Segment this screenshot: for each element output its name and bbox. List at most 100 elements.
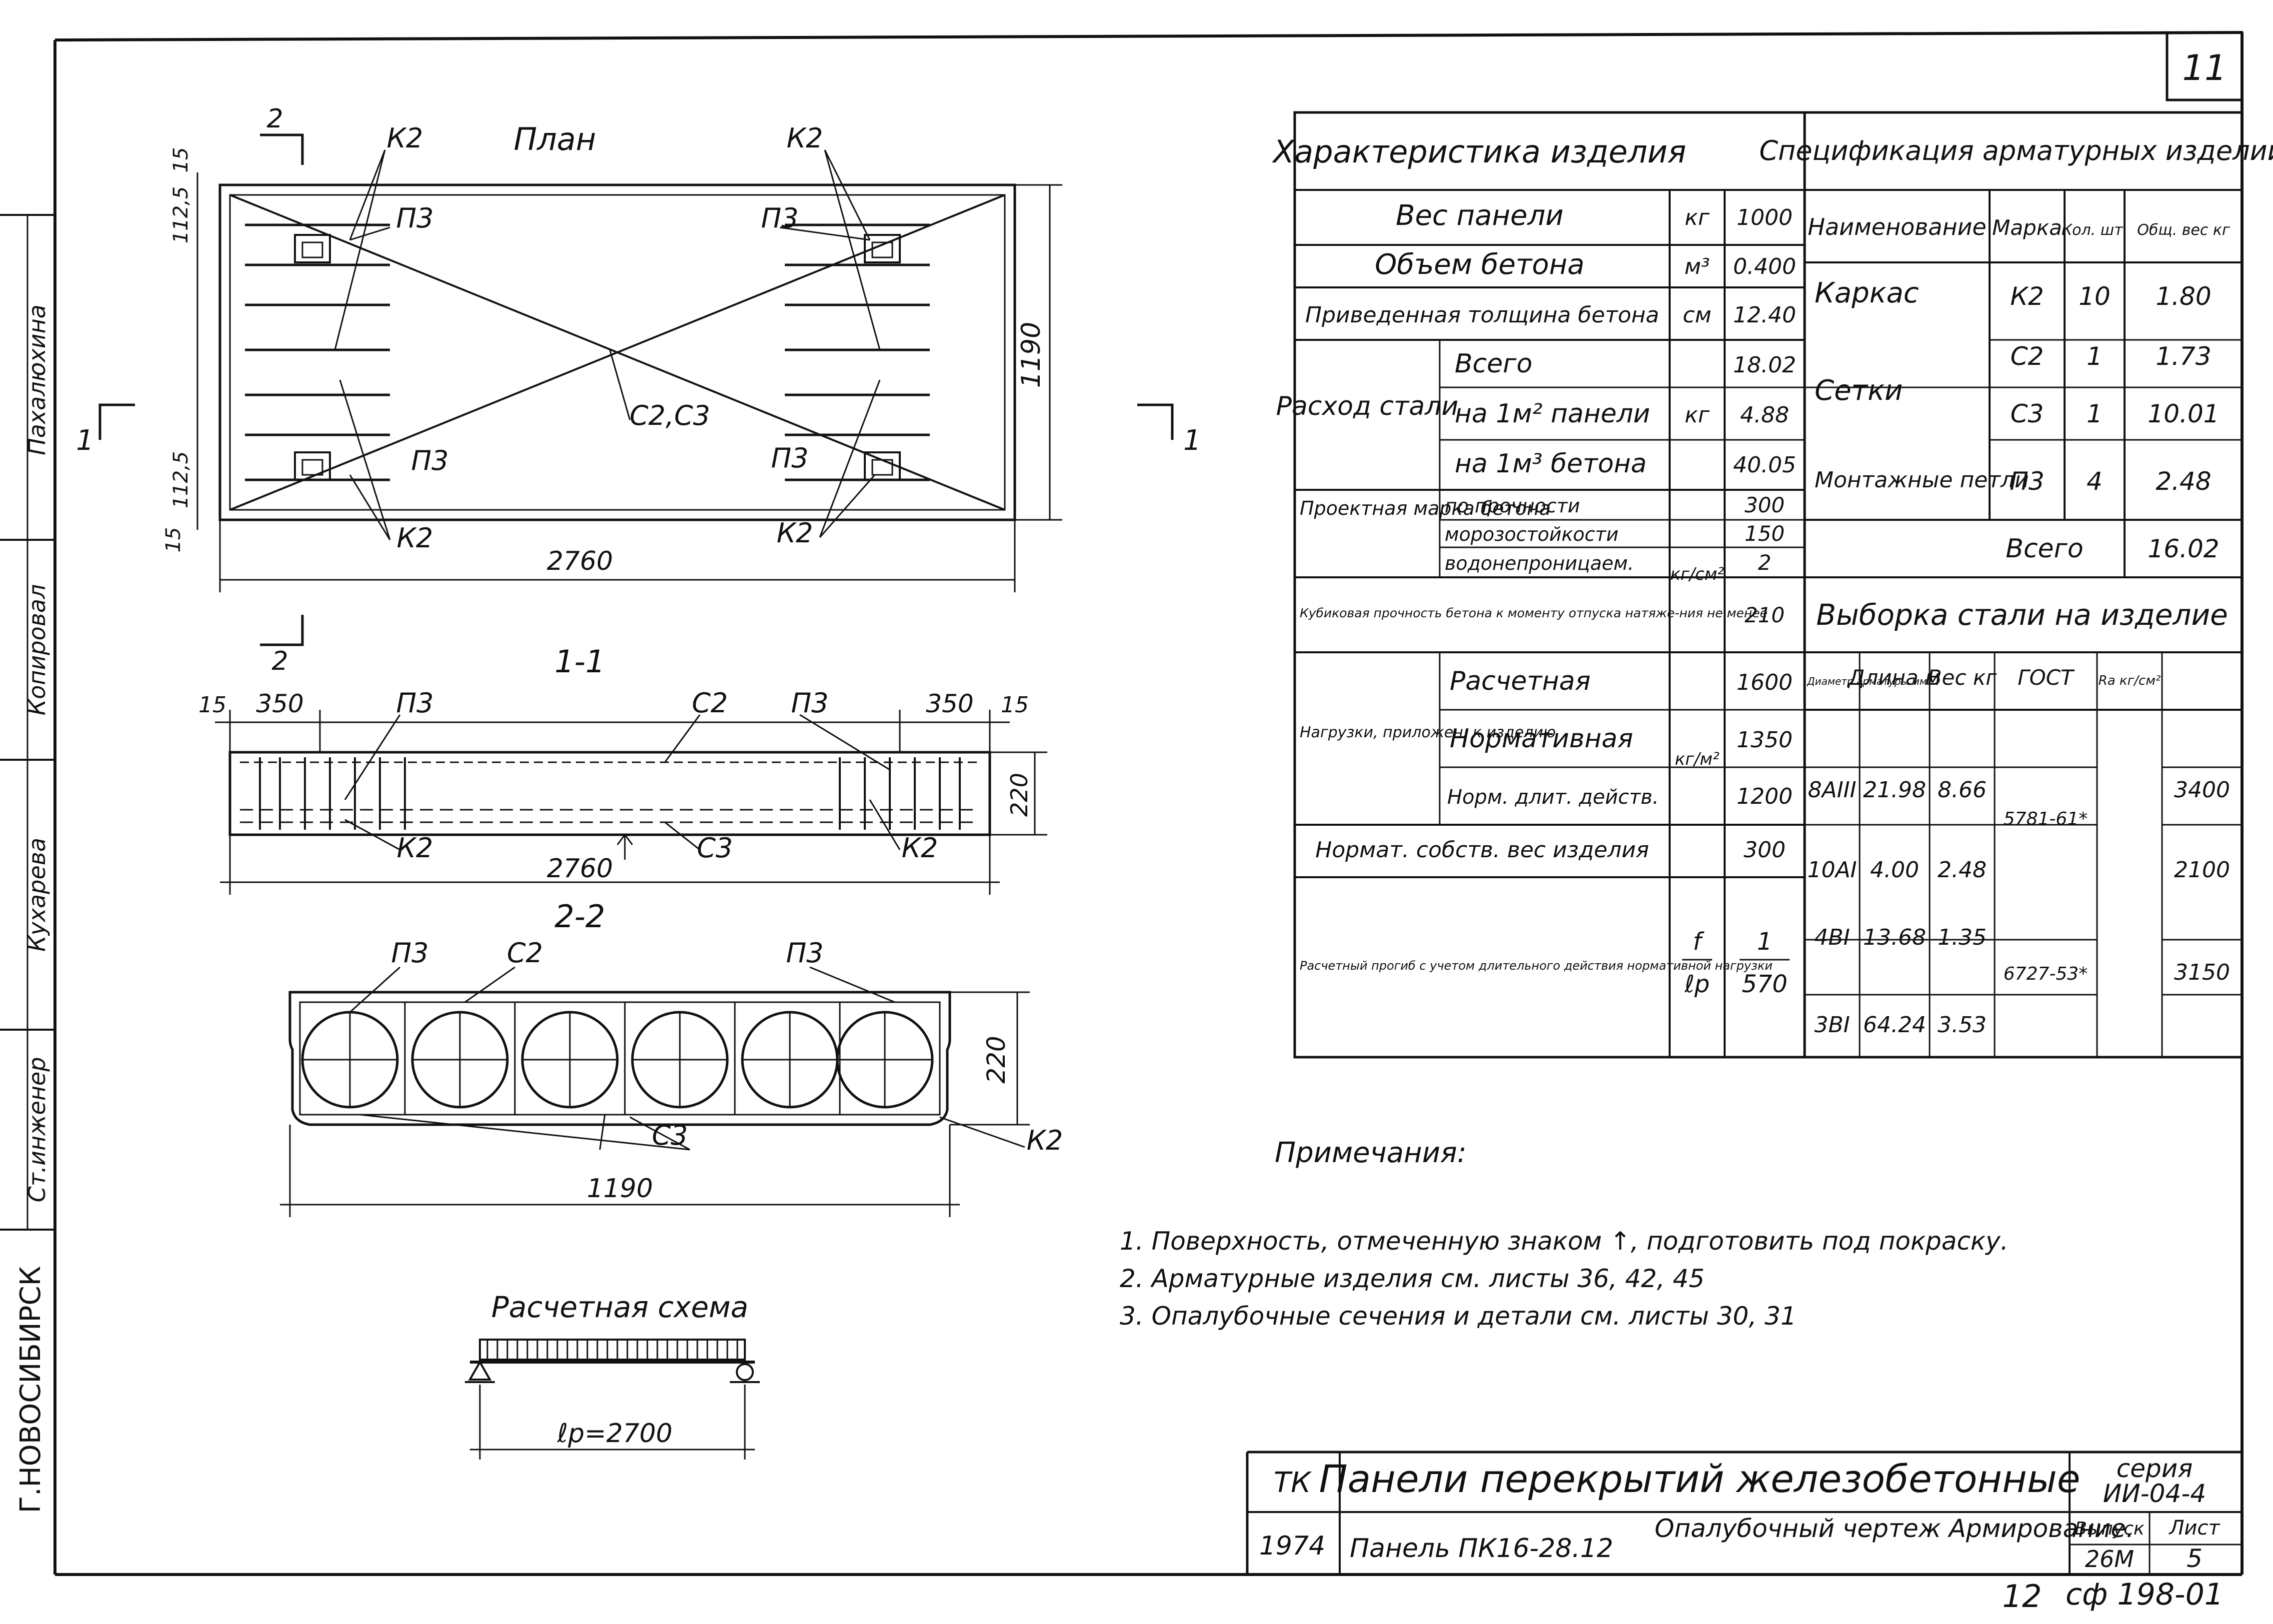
stamp-row-2: Кухарева — [23, 838, 50, 952]
char-steel-row-1-label: Всего — [1455, 349, 1532, 379]
plan-leaders — [334, 149, 881, 540]
plan-dim-15-top: 15 — [169, 147, 192, 173]
char-steel-row-1-value: 18.02 — [1733, 352, 1796, 378]
specification-table: Спецификация арматурных изделий Наименов… — [1759, 111, 2273, 1059]
tb-series-label: серия — [2117, 1454, 2193, 1483]
char-deflection-unit-top: f — [1693, 928, 1705, 956]
char-loads-row-3-value: 1200 — [1737, 784, 1793, 809]
spec-row-2-weight: 1.73 — [2156, 342, 2211, 371]
calc-scheme: Расчетная схема — [465, 1290, 760, 1460]
selection-row-4-d: 3ВI — [1814, 1012, 1850, 1038]
section-1-left: 1 — [76, 424, 94, 457]
char-loads-row-1-value: 1600 — [1737, 670, 1793, 695]
selection-row-4-len: 64.24 — [1863, 1012, 1926, 1038]
char-steel-group: Расход стали — [1276, 391, 1459, 421]
char-panel-weight-value: 1000 — [1737, 205, 1793, 230]
plan-section-2-bottom: 2 — [271, 646, 288, 676]
s11-c3: С3 — [697, 832, 733, 864]
tb-sheet-value: 5 — [2187, 1544, 2203, 1573]
plan-k2-bottom-right: К2 — [777, 517, 813, 549]
spec-row-3-qty: 1 — [2087, 399, 2103, 428]
selection-row-1-len: 21.98 — [1863, 777, 1926, 803]
plan-loops — [294, 234, 901, 481]
s11-p3-left: П3 — [396, 687, 434, 719]
section-2-2: 2-2 — [280, 898, 1063, 1217]
note-3: 3. Опалубочные сечения и детали см. лист… — [1120, 1302, 1797, 1331]
selection-row-2-len: 4.00 — [1870, 857, 1919, 883]
bottom-page-number: 12 — [2003, 1578, 2042, 1615]
s22-p3-left: П3 — [391, 937, 429, 969]
char-deflection-value-bottom: 570 — [1742, 970, 1788, 998]
plan-section-2-top: 2 — [266, 104, 283, 134]
s22-dim-height: 220 — [982, 1036, 1011, 1083]
tb-series-value: ИИ-04-4 — [2103, 1479, 2206, 1508]
selection-ra-1: 3400 — [2174, 777, 2230, 803]
char-thickness-label: Приведенная толщина бетона — [1305, 302, 1659, 328]
selection-row-3-len: 13.68 — [1863, 925, 1926, 950]
char-own-weight-value: 300 — [1744, 837, 1786, 863]
selection-ra-3: 3150 — [2174, 960, 2230, 985]
selection-row-2-d: 10АI — [1807, 857, 1857, 883]
selection-row-3-d: 4ВI — [1814, 925, 1850, 950]
spec-row-3-mark: С3 — [2011, 399, 2044, 428]
selection-row-3-w: 1.35 — [1938, 925, 1987, 950]
selection-row-1-w: 8.66 — [1938, 777, 1987, 803]
spec-row-1-qty: 10 — [2079, 282, 2111, 311]
plan-title: План — [514, 121, 596, 157]
selection-row-4-w: 3.53 — [1938, 1012, 1987, 1038]
spec-row-2-mark: С2 — [2011, 342, 2044, 371]
plan-k2-bottom-left: К2 — [397, 522, 433, 554]
notes-title: Примечания: — [1275, 1137, 1467, 1169]
s22-dim-width: 1190 — [587, 1174, 653, 1204]
s11-dim-height: 220 — [1006, 773, 1033, 817]
section-1-right: 1 — [1183, 424, 1201, 457]
plan-dim-height: 1190 — [1016, 322, 1046, 388]
char-grade-row-3-label: водонепроницаем. — [1445, 552, 1634, 574]
char-deflection-unit-bottom: ℓр — [1684, 970, 1710, 998]
s11-c2: С2 — [692, 687, 728, 719]
s11-dim-15-left: 15 — [198, 692, 226, 718]
tb-year: 1974 — [1259, 1531, 1325, 1561]
stamp-row-4: Пахалюхина — [23, 304, 50, 455]
note-1: 1. Поверхность, отмеченную знаком ↑, под… — [1120, 1227, 2009, 1256]
title-block: ТК 1974 Панели перекрытий железобетонные… — [1246, 1451, 2242, 1575]
section-2-2-outline — [288, 991, 951, 1126]
spec-row-2-name: Сетки — [1815, 374, 1903, 407]
s11-dim-width: 2760 — [547, 854, 613, 884]
spec-row-1-weight: 1.80 — [2156, 282, 2211, 311]
sheet-frame: 11 12 сф 198-01 — [53, 31, 2244, 1615]
s11-dim-15-right: 15 — [1001, 692, 1029, 718]
char-grade-unit: кг/см² — [1670, 564, 1724, 584]
spec-row-4-weight: 2.48 — [2156, 467, 2211, 496]
char-grade-row-1-label: по прочности — [1445, 495, 1580, 517]
tb-panel: Панель ПК16-28.12 — [1350, 1534, 1613, 1564]
spec-total-label: Всего — [2006, 534, 2083, 564]
tb-drawing: Опалубочный чертеж Армирование. — [1655, 1514, 2134, 1543]
spec-row-4-name: Монтажные петли — [1815, 467, 2029, 493]
char-deflection-label: Расчетный прогиб с учетом длительного де… — [1300, 959, 1773, 973]
spec-total-value: 16.02 — [2148, 534, 2219, 563]
s11-k2-right: К2 — [902, 832, 938, 864]
spec-row-2-qty: 1 — [2087, 342, 2103, 371]
section-1-1-title: 1-1 — [554, 643, 605, 680]
tb-issue-label: Выпуск — [2075, 1519, 2145, 1539]
spec-col-name: Наименование — [1808, 213, 1986, 240]
selection-ra-2: 2100 — [2174, 857, 2230, 883]
notes: Примечания: 1. Поверхность, отмеченную з… — [1120, 1137, 2009, 1331]
plan-bars-right — [785, 223, 930, 481]
tb-title: Панели перекрытий железобетонные — [1319, 1457, 2080, 1501]
plan-dim-width: 2760 — [547, 546, 613, 576]
char-volume-value: 0.400 — [1733, 254, 1796, 279]
char-grade-row-3-value: 2 — [1758, 550, 1772, 575]
stamp-city: Г.НОВОСИБИРСК — [14, 1266, 47, 1514]
tb-org: ТК — [1274, 1467, 1312, 1499]
plan-dim-1125-top: 112,5 — [169, 186, 192, 244]
char-grade-group: Проектная марка бетона — [1300, 497, 1551, 519]
plan-c2c3: С2,С3 — [629, 400, 710, 431]
selection-col-gost: ГОСТ — [2018, 665, 2075, 690]
selection-col-diameter: Диаметр арматуры мм — [1807, 675, 1927, 687]
char-steel-unit: кг — [1685, 402, 1710, 428]
plan-p3-top-right: П3 — [761, 202, 799, 234]
stamp-row-3: Копировал — [23, 584, 50, 716]
s22-k2: К2 — [1027, 1125, 1063, 1156]
